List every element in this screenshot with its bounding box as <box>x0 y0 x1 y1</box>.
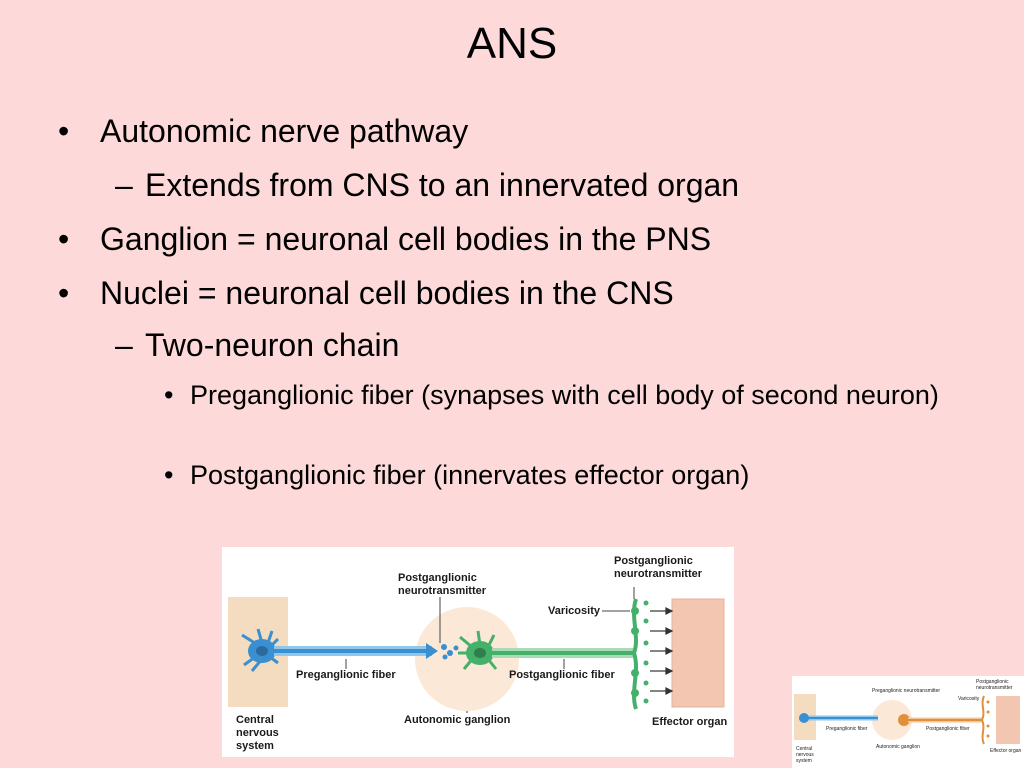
bullet-text: Ganglion = neuronal cell bodies in the P… <box>100 221 712 257</box>
thumb-post-nt-2b: neurotransmitter <box>976 685 1013 691</box>
post-nt-label-2b: neurotransmitter <box>614 568 703 580</box>
bullet-text: Nuclei = neuronal cell bodies in the CNS <box>100 275 674 311</box>
sub-bullet-item: – Two-neuron chain <box>115 326 400 364</box>
post-nt-label-1b: neurotransmitter <box>398 585 487 597</box>
release-arrows <box>650 607 674 695</box>
cns-label-3: system <box>236 740 274 752</box>
pathway-diagram: Postganglionic neurotransmitter Postgang… <box>228 555 727 752</box>
bullet-text: Two-neuron chain <box>145 327 400 363</box>
thumb-ganglion: Autonomic ganglion <box>876 744 920 750</box>
ans-pathway-figure: Postganglionic neurotransmitter Postgang… <box>222 547 734 757</box>
thumbnail-figure: Preganglionic neurotransmitter Postgangl… <box>792 676 1024 768</box>
post-nt-label-1a: Postganglionic <box>398 572 477 584</box>
slide-title: ANS <box>466 19 558 68</box>
bullet-item: • Autonomic nerve pathway <box>58 112 469 150</box>
bullet-marker: • <box>164 460 174 490</box>
preganglionic-fiber-label: Preganglionic fiber <box>296 669 396 681</box>
bullet-marker: • <box>58 275 70 311</box>
thumb-effector: Effector organ <box>990 748 1022 754</box>
thumb-varicosity: Varicosity <box>958 696 980 702</box>
bullet-marker: • <box>58 113 70 149</box>
preganglionic-neuron <box>241 628 438 672</box>
bullet-text: Postganglionic fiber (innervates effecto… <box>190 460 750 490</box>
effector-organ-box <box>671 598 725 708</box>
post-nt-label-2a: Postganglionic <box>614 555 693 567</box>
cns-label-1: Central <box>236 714 274 726</box>
neurotransmitter-dots-2 <box>643 600 649 704</box>
bullet-item: • Ganglion = neuronal cell bodies in the… <box>58 220 712 258</box>
thumb-post-nt-1: Preganglionic neurotransmitter <box>872 688 940 694</box>
varicosity-label: Varicosity <box>548 605 601 617</box>
thumb-cns-1: Central <box>796 746 812 752</box>
bullet-text: Extends from CNS to an innervated organ <box>145 167 740 203</box>
dash-marker: – <box>115 327 133 363</box>
cns-label-2: nervous <box>236 727 279 739</box>
leader-lines <box>345 587 635 713</box>
bullet-text: Preganglionic fiber (synapses with cell … <box>190 380 939 410</box>
thumbnail-diagram: Preganglionic neurotransmitter Postgangl… <box>794 679 1022 764</box>
effector-organ-label: Effector organ <box>652 716 727 728</box>
thumb-postganglionic: Postganglionic fiber <box>926 726 970 732</box>
thumb-post-nt-2a: Postganglionic <box>976 679 1009 685</box>
bullet-marker: • <box>58 221 70 257</box>
thumb-cns-2: nervous <box>796 752 814 758</box>
ganglion-circle <box>415 607 519 711</box>
bullet-marker: • <box>164 380 174 410</box>
postganglionic-fiber-label: Postganglionic fiber <box>509 669 615 681</box>
sub-sub-bullet-item: • Postganglionic fiber (innervates effec… <box>164 458 750 492</box>
postganglionic-neuron <box>458 598 639 710</box>
autonomic-ganglion-label: Autonomic ganglion <box>404 714 511 726</box>
sub-bullet-item: – Extends from CNS to an innervated orga… <box>115 166 740 204</box>
thumb-cns-3: system <box>796 758 812 764</box>
dash-marker: – <box>115 167 133 203</box>
bullet-item: • Nuclei = neuronal cell bodies in the C… <box>58 274 674 312</box>
sub-sub-bullet-item: • Preganglionic fiber (synapses with cel… <box>164 378 960 412</box>
thumb-preganglionic: Preganglionic fiber <box>826 726 868 732</box>
neurotransmitter-dots-1 <box>441 644 459 660</box>
bullet-text: Autonomic nerve pathway <box>100 113 469 149</box>
